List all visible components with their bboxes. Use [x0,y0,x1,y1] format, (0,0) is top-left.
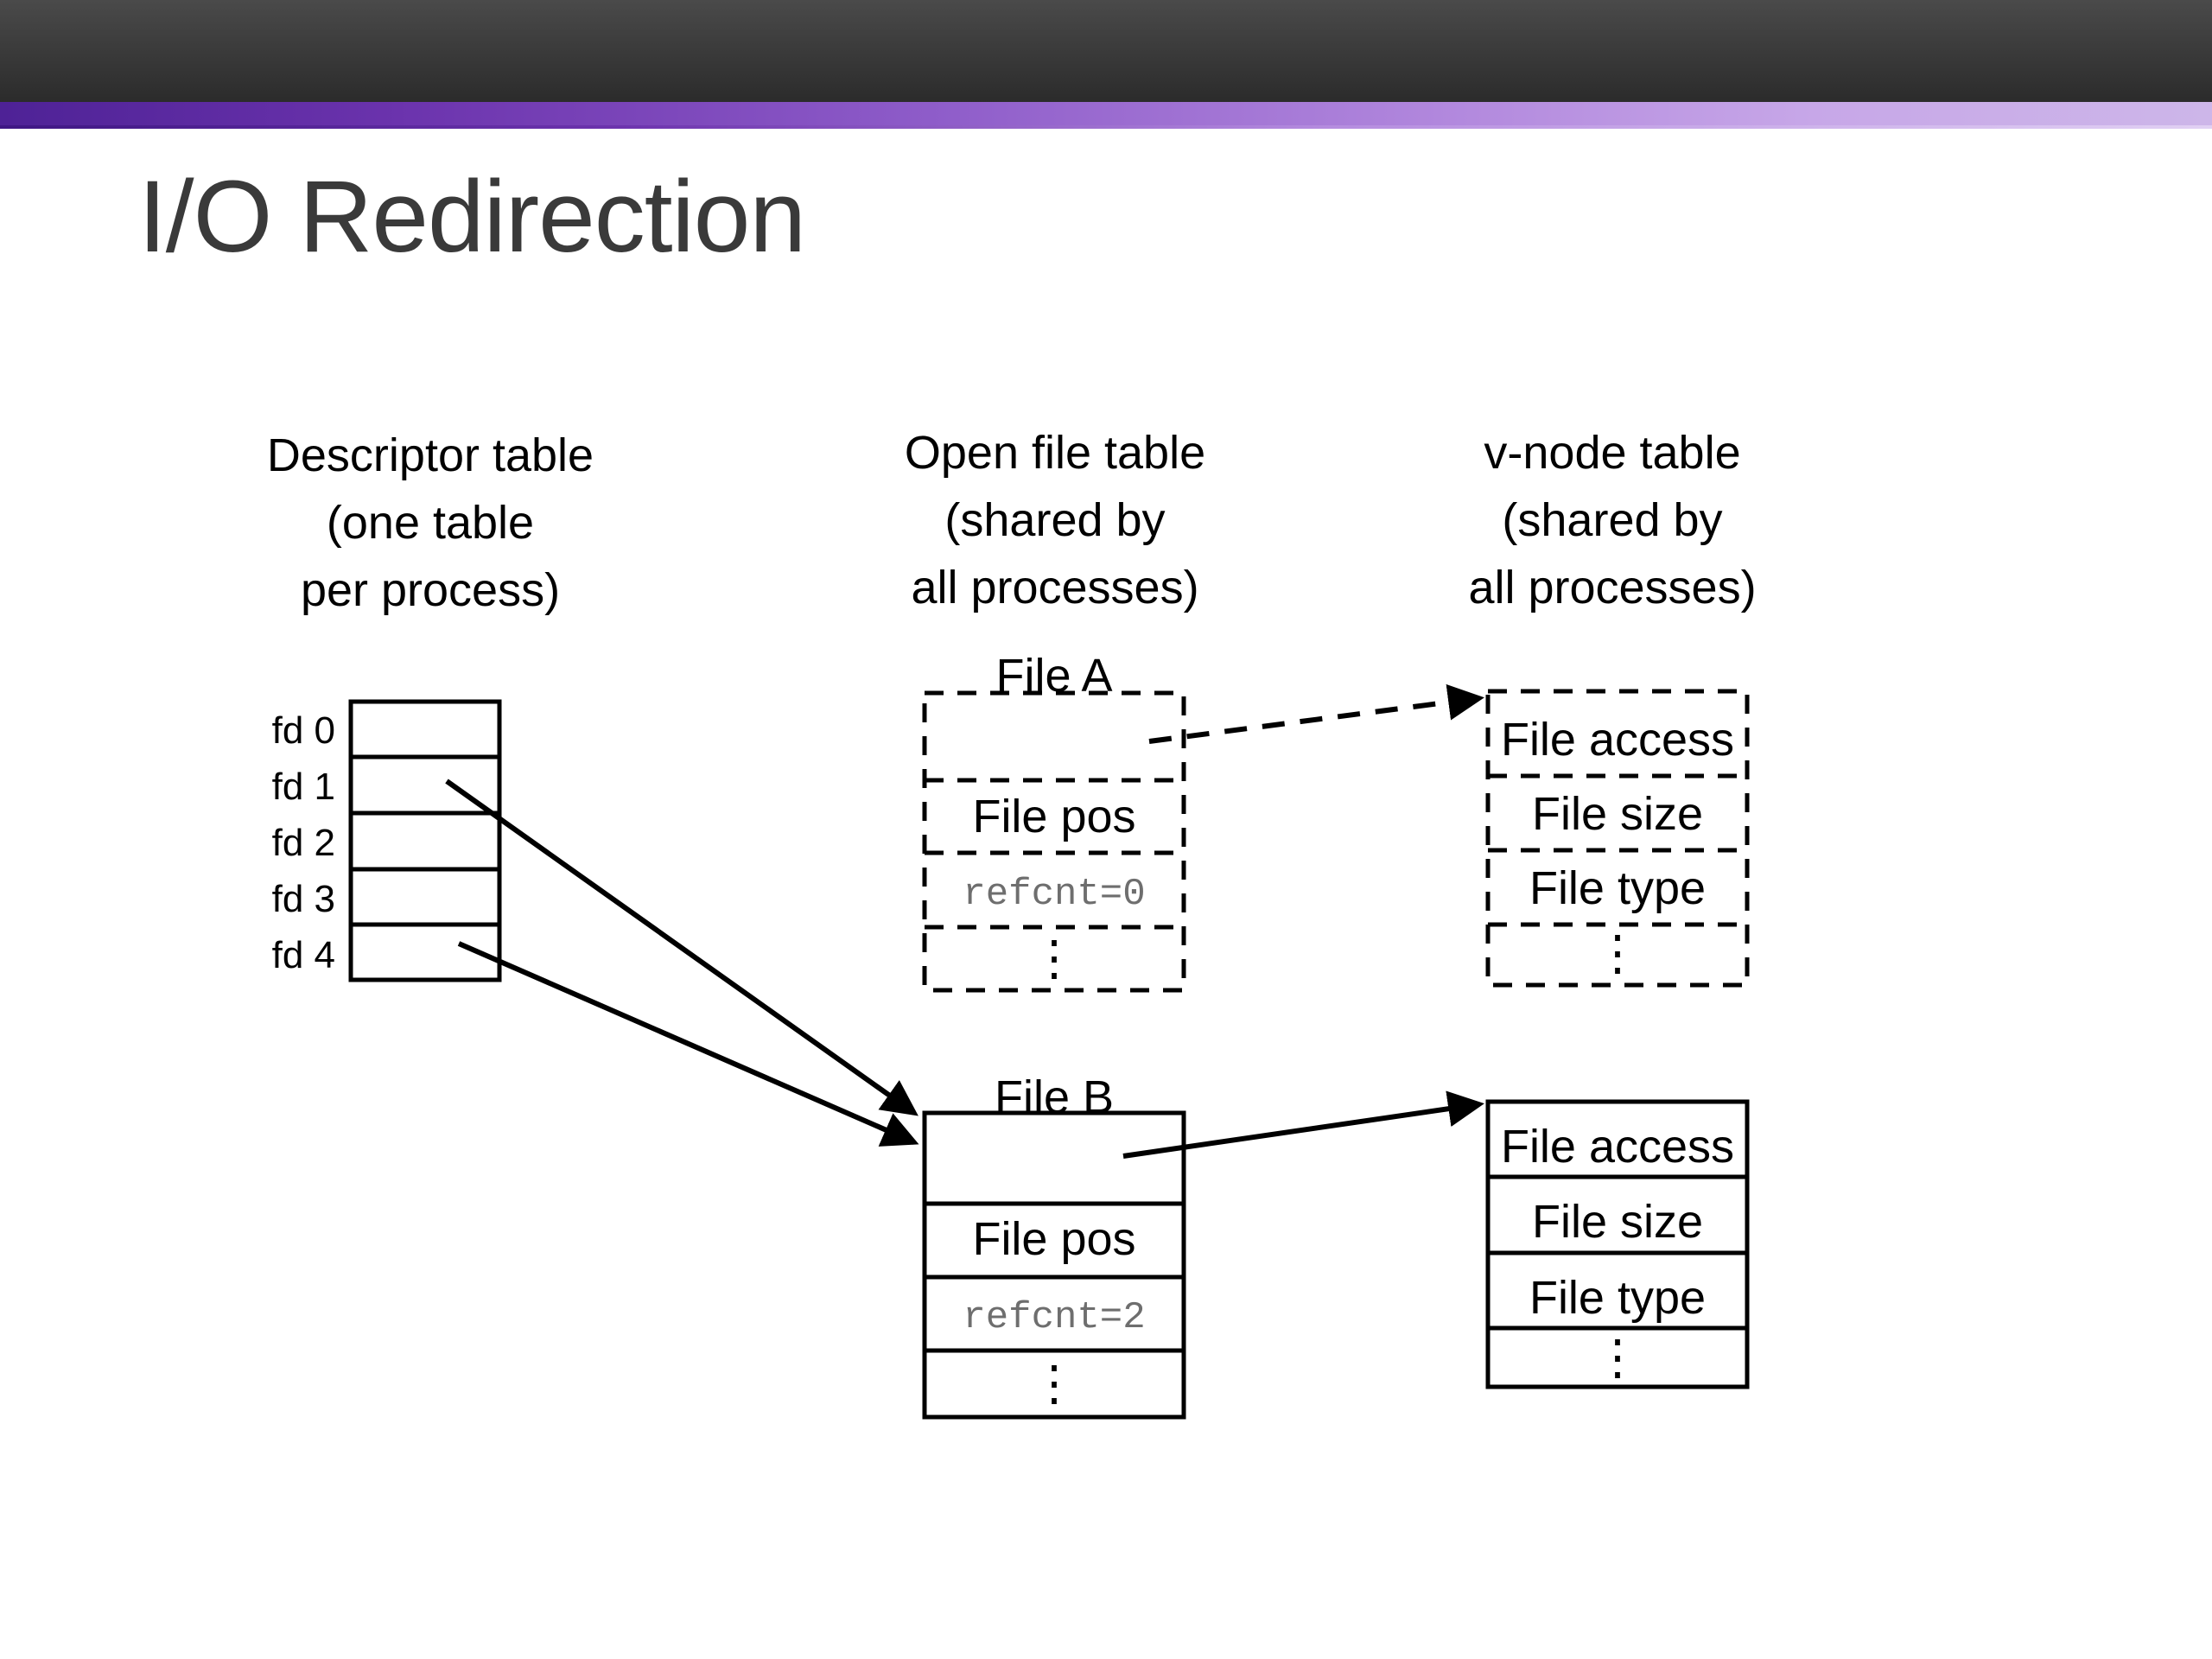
file-b-cell-refcnt: refcnt=2 [963,1296,1145,1339]
column-header-v-node-line3: all processes) [1468,562,1756,613]
descriptor-row-label-fd2: fd 2 [272,822,335,864]
file-b-cell-ellipsis: ⋮ [1030,1356,1078,1410]
connector-fd1-to-file-b [445,779,918,1116]
file-a-cell-refcnt: refcnt=0 [963,873,1145,916]
column-header-open-file-line2: (shared by [944,494,1165,546]
descriptor-table: fd 0 fd 1 fd 2 fd 3 fd 4 [272,699,502,982]
column-header-v-node-line1: v-node table [1484,427,1740,479]
vnode-b-cell-file-type: File type [1529,1272,1706,1324]
column-header-open-file-line3: all processes) [911,562,1198,613]
vnode-b-cell-file-size: File size [1532,1196,1703,1248]
column-header-v-node: v-node table (shared by all processes) [1468,427,1756,613]
page-title: I/O Redirection [138,160,806,274]
connector-fd4-to-file-b [457,941,919,1147]
vnode-a-cell-file-size: File size [1532,788,1703,840]
open-file-entry-file-b: File B File pos refcnt=2 ⋮ [922,1071,1186,1420]
file-a-outline [922,690,1186,993]
descriptor-row-label-fd0: fd 0 [272,709,335,752]
vnode-a-cell-ellipsis: ⋮ [1593,925,1642,980]
column-header-descriptor-line1: Descriptor table [267,429,594,481]
open-file-entry-file-a: File A File pos refcnt=0 ⋮ [922,650,1186,993]
slide-header-bar [0,0,2212,102]
vnode-b-cell-ellipsis: ⋮ [1593,1330,1642,1384]
descriptor-row-label-fd3: fd 3 [272,878,335,920]
descriptor-row-label-fd1: fd 1 [272,766,335,808]
file-a-caption: File A [995,650,1112,702]
column-header-descriptor: Descriptor table (one table per process) [267,429,594,616]
descriptor-table-outline [348,699,502,982]
file-a-cell-file-pos: File pos [972,791,1135,842]
descriptor-row-label-fd4: fd 4 [272,934,335,976]
vnode-entry-b: File access File size File type ⋮ [1485,1099,1750,1389]
vnode-a-outline [1485,689,1750,988]
connector-file-b-to-vnode-b [1122,1090,1484,1159]
vnode-b-cell-file-access: File access [1501,1121,1734,1173]
file-b-outline [922,1110,1186,1420]
file-b-caption: File B [995,1071,1114,1123]
vnode-a-cell-file-type: File type [1529,862,1706,914]
file-a-cell-ellipsis: ⋮ [1030,931,1078,985]
vnode-a-cell-file-access: File access [1501,714,1734,766]
slide-header-accent-stripe [0,102,2212,129]
vnode-entry-a: File access File size File type ⋮ [1485,689,1750,988]
column-header-descriptor-line2: (one table [327,497,534,549]
column-header-open-file: Open file table (shared by all processes… [905,427,1205,613]
file-b-cell-file-pos: File pos [972,1213,1135,1265]
column-header-v-node-line2: (shared by [1502,494,1722,546]
column-header-open-file-line1: Open file table [905,427,1205,479]
vnode-b-outline [1485,1099,1750,1389]
connector-file-a-to-vnode-a [1148,683,1484,744]
column-header-descriptor-line3: per process) [301,564,560,616]
